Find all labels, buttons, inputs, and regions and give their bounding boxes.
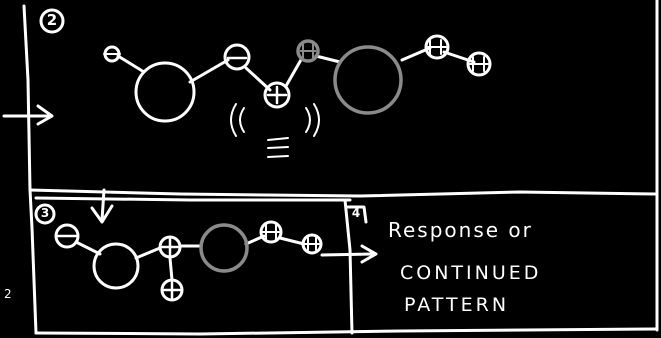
minus-charge-icon xyxy=(259,220,283,244)
gray-ring xyxy=(199,223,249,273)
large-ring xyxy=(134,61,196,123)
step-2-number: 2 xyxy=(46,11,58,29)
plus-charge-icon xyxy=(263,81,291,109)
margin-mark: 2 xyxy=(4,287,12,301)
step-4-badge xyxy=(346,205,368,224)
panel-divider-4 xyxy=(343,198,354,335)
bond xyxy=(168,256,174,282)
bond xyxy=(188,58,230,84)
arrow-icon xyxy=(90,204,114,224)
arrow-icon xyxy=(36,104,54,126)
minus-charge-icon xyxy=(424,34,450,60)
arrow-icon xyxy=(100,188,106,222)
caption-line-2: CONTINUED xyxy=(400,262,542,284)
minus-charge-icon xyxy=(466,51,492,77)
minus-charge-icon xyxy=(223,43,251,71)
arrow-icon xyxy=(360,244,378,264)
panel-divider-left xyxy=(22,4,38,335)
bond xyxy=(74,240,102,256)
plus-charge-icon xyxy=(160,278,184,302)
bond xyxy=(284,56,304,88)
vibration-icon xyxy=(230,103,320,158)
bond xyxy=(278,236,306,246)
bond xyxy=(116,54,146,74)
arrow-icon xyxy=(320,252,374,257)
plus-charge-icon xyxy=(158,235,182,259)
caption-line-1: Response or xyxy=(388,218,533,242)
step-3-badge xyxy=(34,203,56,225)
step-3-number: 3 xyxy=(40,206,50,220)
panel-divider-bottom xyxy=(34,327,658,336)
bond xyxy=(134,246,162,260)
gray-charge xyxy=(296,39,320,63)
gray-ring xyxy=(333,45,403,115)
minus-charge-icon xyxy=(301,233,323,255)
large-ring xyxy=(92,242,140,290)
panel-divider-lower xyxy=(34,196,352,202)
bond xyxy=(244,66,272,92)
panel-divider-middle xyxy=(28,188,658,198)
step-4-number: 4 xyxy=(351,206,361,220)
minus-charge-icon xyxy=(54,223,80,249)
bond xyxy=(314,54,342,64)
caption-line-3: PATTERN xyxy=(404,294,510,316)
step-2-badge xyxy=(39,8,65,34)
